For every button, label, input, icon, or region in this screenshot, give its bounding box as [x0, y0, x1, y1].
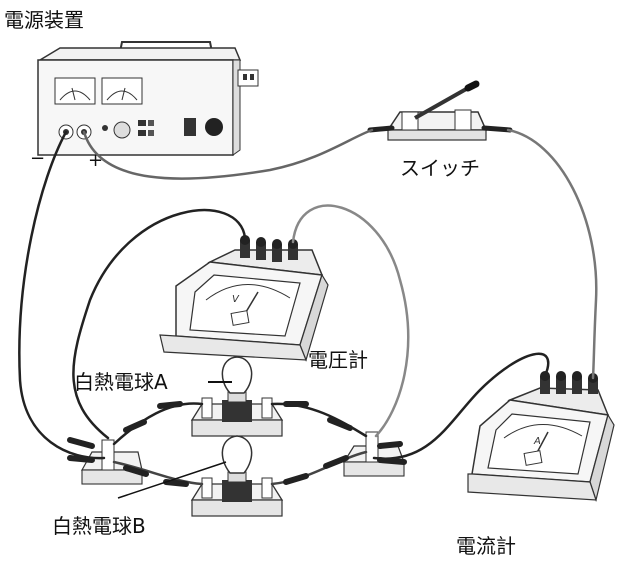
- bulb-b: [190, 435, 284, 517]
- bulb-a: [190, 356, 284, 437]
- knife-switch: [367, 80, 513, 141]
- junction-right: [342, 431, 405, 477]
- power-supply: [37, 41, 259, 156]
- plus-terminal-label: +: [88, 150, 104, 171]
- switch-label: スイッチ: [400, 156, 480, 180]
- bulb-b-label: 白熱電球B: [52, 514, 146, 538]
- voltmeter: [159, 235, 329, 362]
- power-supply-label: 電源装置: [4, 8, 84, 32]
- ammeter-face-letter: A: [533, 436, 541, 447]
- wires: [18, 128, 598, 487]
- ammeter-label: 電流計: [456, 534, 516, 558]
- bulb-b-leader: [117, 461, 227, 499]
- bulb-a-label: 白熱電球A: [74, 370, 168, 394]
- minus-terminal-label: −: [30, 148, 46, 169]
- voltmeter-face-letter: V: [232, 294, 240, 305]
- voltmeter-label: 電圧計: [308, 348, 368, 372]
- ammeter: [467, 371, 615, 503]
